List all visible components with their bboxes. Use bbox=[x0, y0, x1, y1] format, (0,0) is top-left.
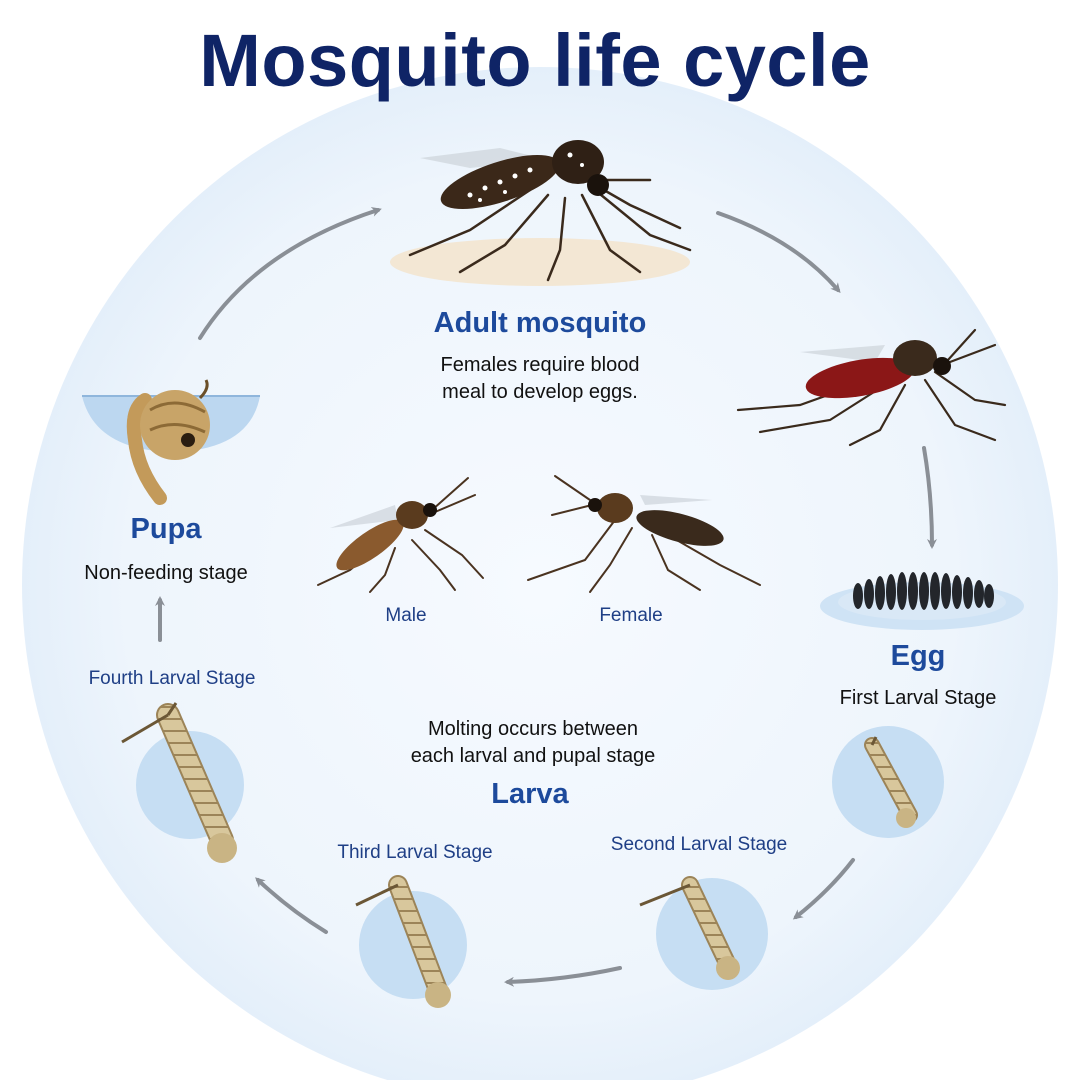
first-larva-illustration bbox=[832, 726, 944, 838]
egg-raft-illustration bbox=[820, 572, 1024, 630]
adult-stage-description: Females require blood meal to develop eg… bbox=[441, 352, 640, 406]
male-mosquito-illustration bbox=[317, 477, 484, 593]
third-larva-illustration bbox=[355, 875, 467, 1008]
arrow-third-to-fourth bbox=[255, 877, 328, 934]
arrow-adult-to-feeding bbox=[716, 211, 841, 294]
third-larval-stage-label: Third Larval Stage bbox=[337, 842, 493, 863]
molting-note-line: each larval and pupal stage bbox=[410, 745, 656, 767]
egg-stage-description: First Larval Stage bbox=[839, 687, 997, 709]
larva-stage-name: Larva bbox=[491, 778, 569, 810]
arrow-feeding-to-egg bbox=[922, 446, 937, 549]
pupa-stage-name: Pupa bbox=[130, 513, 202, 545]
egg-stage-name: Egg bbox=[890, 640, 946, 672]
second-larva-illustration bbox=[639, 876, 768, 990]
fourth-larval-stage-label: Fourth Larval Stage bbox=[88, 668, 256, 689]
arrow-first-to-second bbox=[792, 858, 855, 920]
page-title: Mosquito life cycle bbox=[199, 19, 871, 102]
feeding-female-mosquito-illustration bbox=[736, 328, 1007, 447]
adult-description-line: Females require blood bbox=[440, 354, 640, 376]
adult-stage-name: Adult mosquito bbox=[433, 307, 647, 339]
adult-mosquito-illustration bbox=[390, 140, 692, 286]
female-label: Female bbox=[599, 605, 663, 626]
adult-description-line: meal to develop eggs. bbox=[442, 381, 638, 403]
molting-note: Molting occurs between each larval and p… bbox=[411, 716, 656, 770]
molting-note-line: Molting occurs between bbox=[427, 718, 639, 740]
male-label: Male bbox=[385, 605, 427, 626]
female-mosquito-illustration bbox=[527, 475, 761, 593]
second-larval-stage-label: Second Larval Stage bbox=[610, 834, 788, 855]
arrow-second-to-third bbox=[504, 966, 622, 987]
fourth-larva-illustration bbox=[121, 702, 244, 863]
pupa-stage-description: Non-feeding stage bbox=[84, 562, 248, 584]
arrow-pupa-to-adult bbox=[198, 207, 382, 340]
pupa-illustration bbox=[82, 379, 260, 505]
cycle-background-circle bbox=[22, 67, 1058, 1080]
cycle-arrows bbox=[155, 207, 937, 987]
